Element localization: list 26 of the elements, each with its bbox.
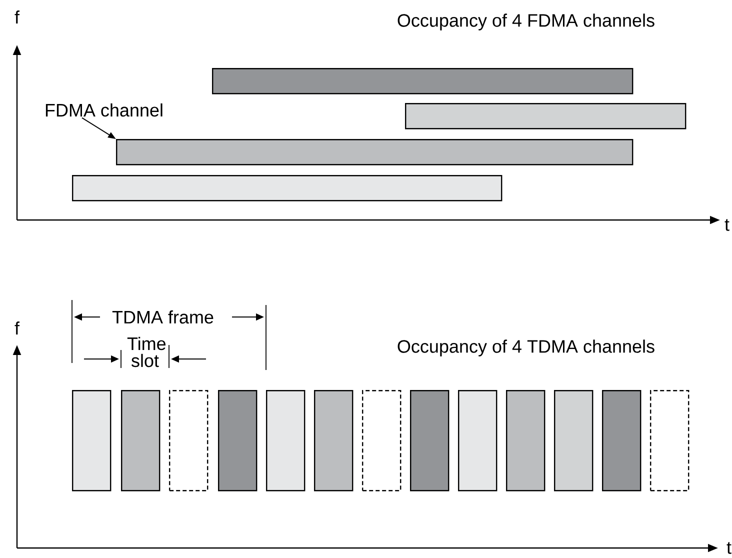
- time-slot: [72, 390, 112, 492]
- time-slot: [554, 390, 594, 492]
- dimension-label: Time slot: [127, 336, 166, 368]
- time-slot: [218, 390, 258, 492]
- chart-title: Occupancy of 4 TDMA channels: [398, 340, 654, 356]
- time-slot: [506, 390, 546, 492]
- time-slot: [121, 390, 160, 492]
- channel-bar: [72, 175, 502, 202]
- dimension-label: TDMA frame: [112, 310, 214, 324]
- axis-label: t: [726, 542, 732, 554]
- time-slot: [410, 390, 450, 492]
- idle-slot: [169, 390, 208, 492]
- time-slot: [458, 390, 498, 492]
- channel-bar: [116, 139, 634, 166]
- channel-label: FDMA channel: [46, 103, 162, 117]
- idle-slot: [650, 390, 690, 492]
- time-slot: [314, 390, 354, 492]
- idle-slot: [362, 390, 402, 492]
- channel-bar: [212, 68, 634, 94]
- channel-bar: [405, 103, 686, 130]
- axis-label: f: [14, 321, 20, 335]
- time-slot: [602, 390, 642, 492]
- axis-label: t: [724, 219, 730, 231]
- time-slot: [266, 390, 306, 492]
- chart-title: Occupancy of 4 FDMA channels: [398, 14, 654, 30]
- axis-label: f: [14, 10, 20, 24]
